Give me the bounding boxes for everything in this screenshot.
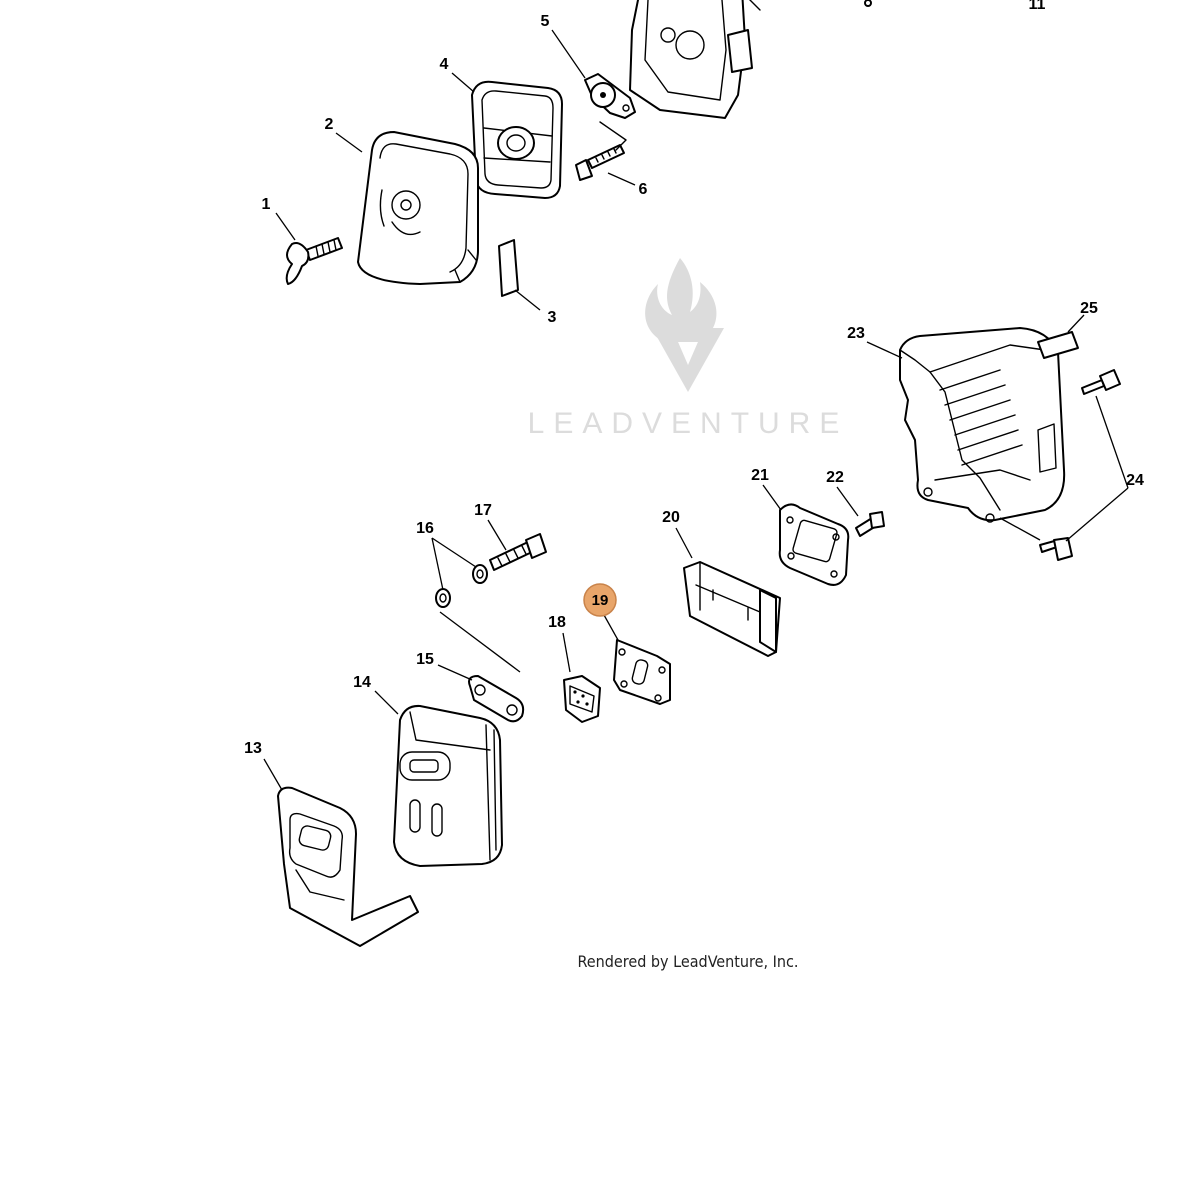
leadventure-flame-logo bbox=[645, 258, 724, 392]
part-plate-15 bbox=[468, 675, 525, 723]
callout-14: 14 bbox=[353, 674, 371, 691]
callout-17: 17 bbox=[474, 502, 492, 519]
part-screw-22 bbox=[855, 511, 885, 537]
part-air-cleaner-cover bbox=[357, 131, 479, 285]
callout-11: 11 bbox=[1029, 0, 1046, 13]
part-gasket-19 bbox=[613, 639, 671, 705]
highlight-circle[interactable] bbox=[583, 583, 617, 617]
leader-lines bbox=[263, 29, 1129, 791]
callout-21: 21 bbox=[751, 467, 769, 484]
part-bolt-17 bbox=[489, 533, 547, 571]
callout-23: 23 bbox=[847, 325, 865, 342]
callout-25: 25 bbox=[1080, 300, 1098, 317]
part-wing-bolt bbox=[285, 237, 343, 285]
render-credit: Rendered by LeadVenture, Inc. bbox=[578, 952, 799, 971]
part-spark-screen bbox=[563, 675, 601, 723]
part-label-3 bbox=[498, 239, 519, 297]
callout-3: 3 bbox=[548, 309, 557, 326]
part-washers-16 bbox=[435, 564, 488, 608]
part-heat-shield bbox=[683, 561, 781, 657]
callout-24: 24 bbox=[1126, 472, 1144, 489]
callout-6: 6 bbox=[639, 181, 648, 198]
callout-labels: 1 2 3 4 5 6 11 13 14 15 16 17 18 19 20 2… bbox=[244, 0, 1144, 757]
watermark-brand: LEADVENTURE bbox=[528, 407, 849, 440]
callout-20: 20 bbox=[662, 509, 680, 526]
part-muffler-cover bbox=[899, 327, 1066, 523]
part-air-filter bbox=[471, 80, 563, 199]
watermark: LEADVENTURE bbox=[528, 258, 849, 440]
part-bolt-6 bbox=[575, 121, 627, 181]
callout-5: 5 bbox=[541, 13, 550, 30]
callout-19-highlight[interactable]: 19 bbox=[583, 583, 617, 617]
callout-2: 2 bbox=[325, 116, 334, 133]
part-label-25 bbox=[1037, 331, 1079, 359]
callout-1: 1 bbox=[262, 196, 271, 213]
part-screws-24 bbox=[1039, 369, 1121, 561]
part-gasket-21 bbox=[778, 503, 850, 586]
callout-22: 22 bbox=[826, 469, 844, 486]
part-air-cleaner-base bbox=[629, 0, 872, 119]
part-choke-plate bbox=[584, 73, 636, 119]
callout-13: 13 bbox=[244, 740, 262, 757]
part-muffler-shield bbox=[277, 786, 419, 947]
callout-19[interactable]: 19 bbox=[592, 592, 609, 609]
callout-18: 18 bbox=[548, 614, 566, 631]
callout-16: 16 bbox=[416, 520, 434, 537]
part-muffler bbox=[393, 704, 503, 867]
callout-15: 15 bbox=[416, 651, 434, 668]
callout-4: 4 bbox=[440, 56, 449, 73]
